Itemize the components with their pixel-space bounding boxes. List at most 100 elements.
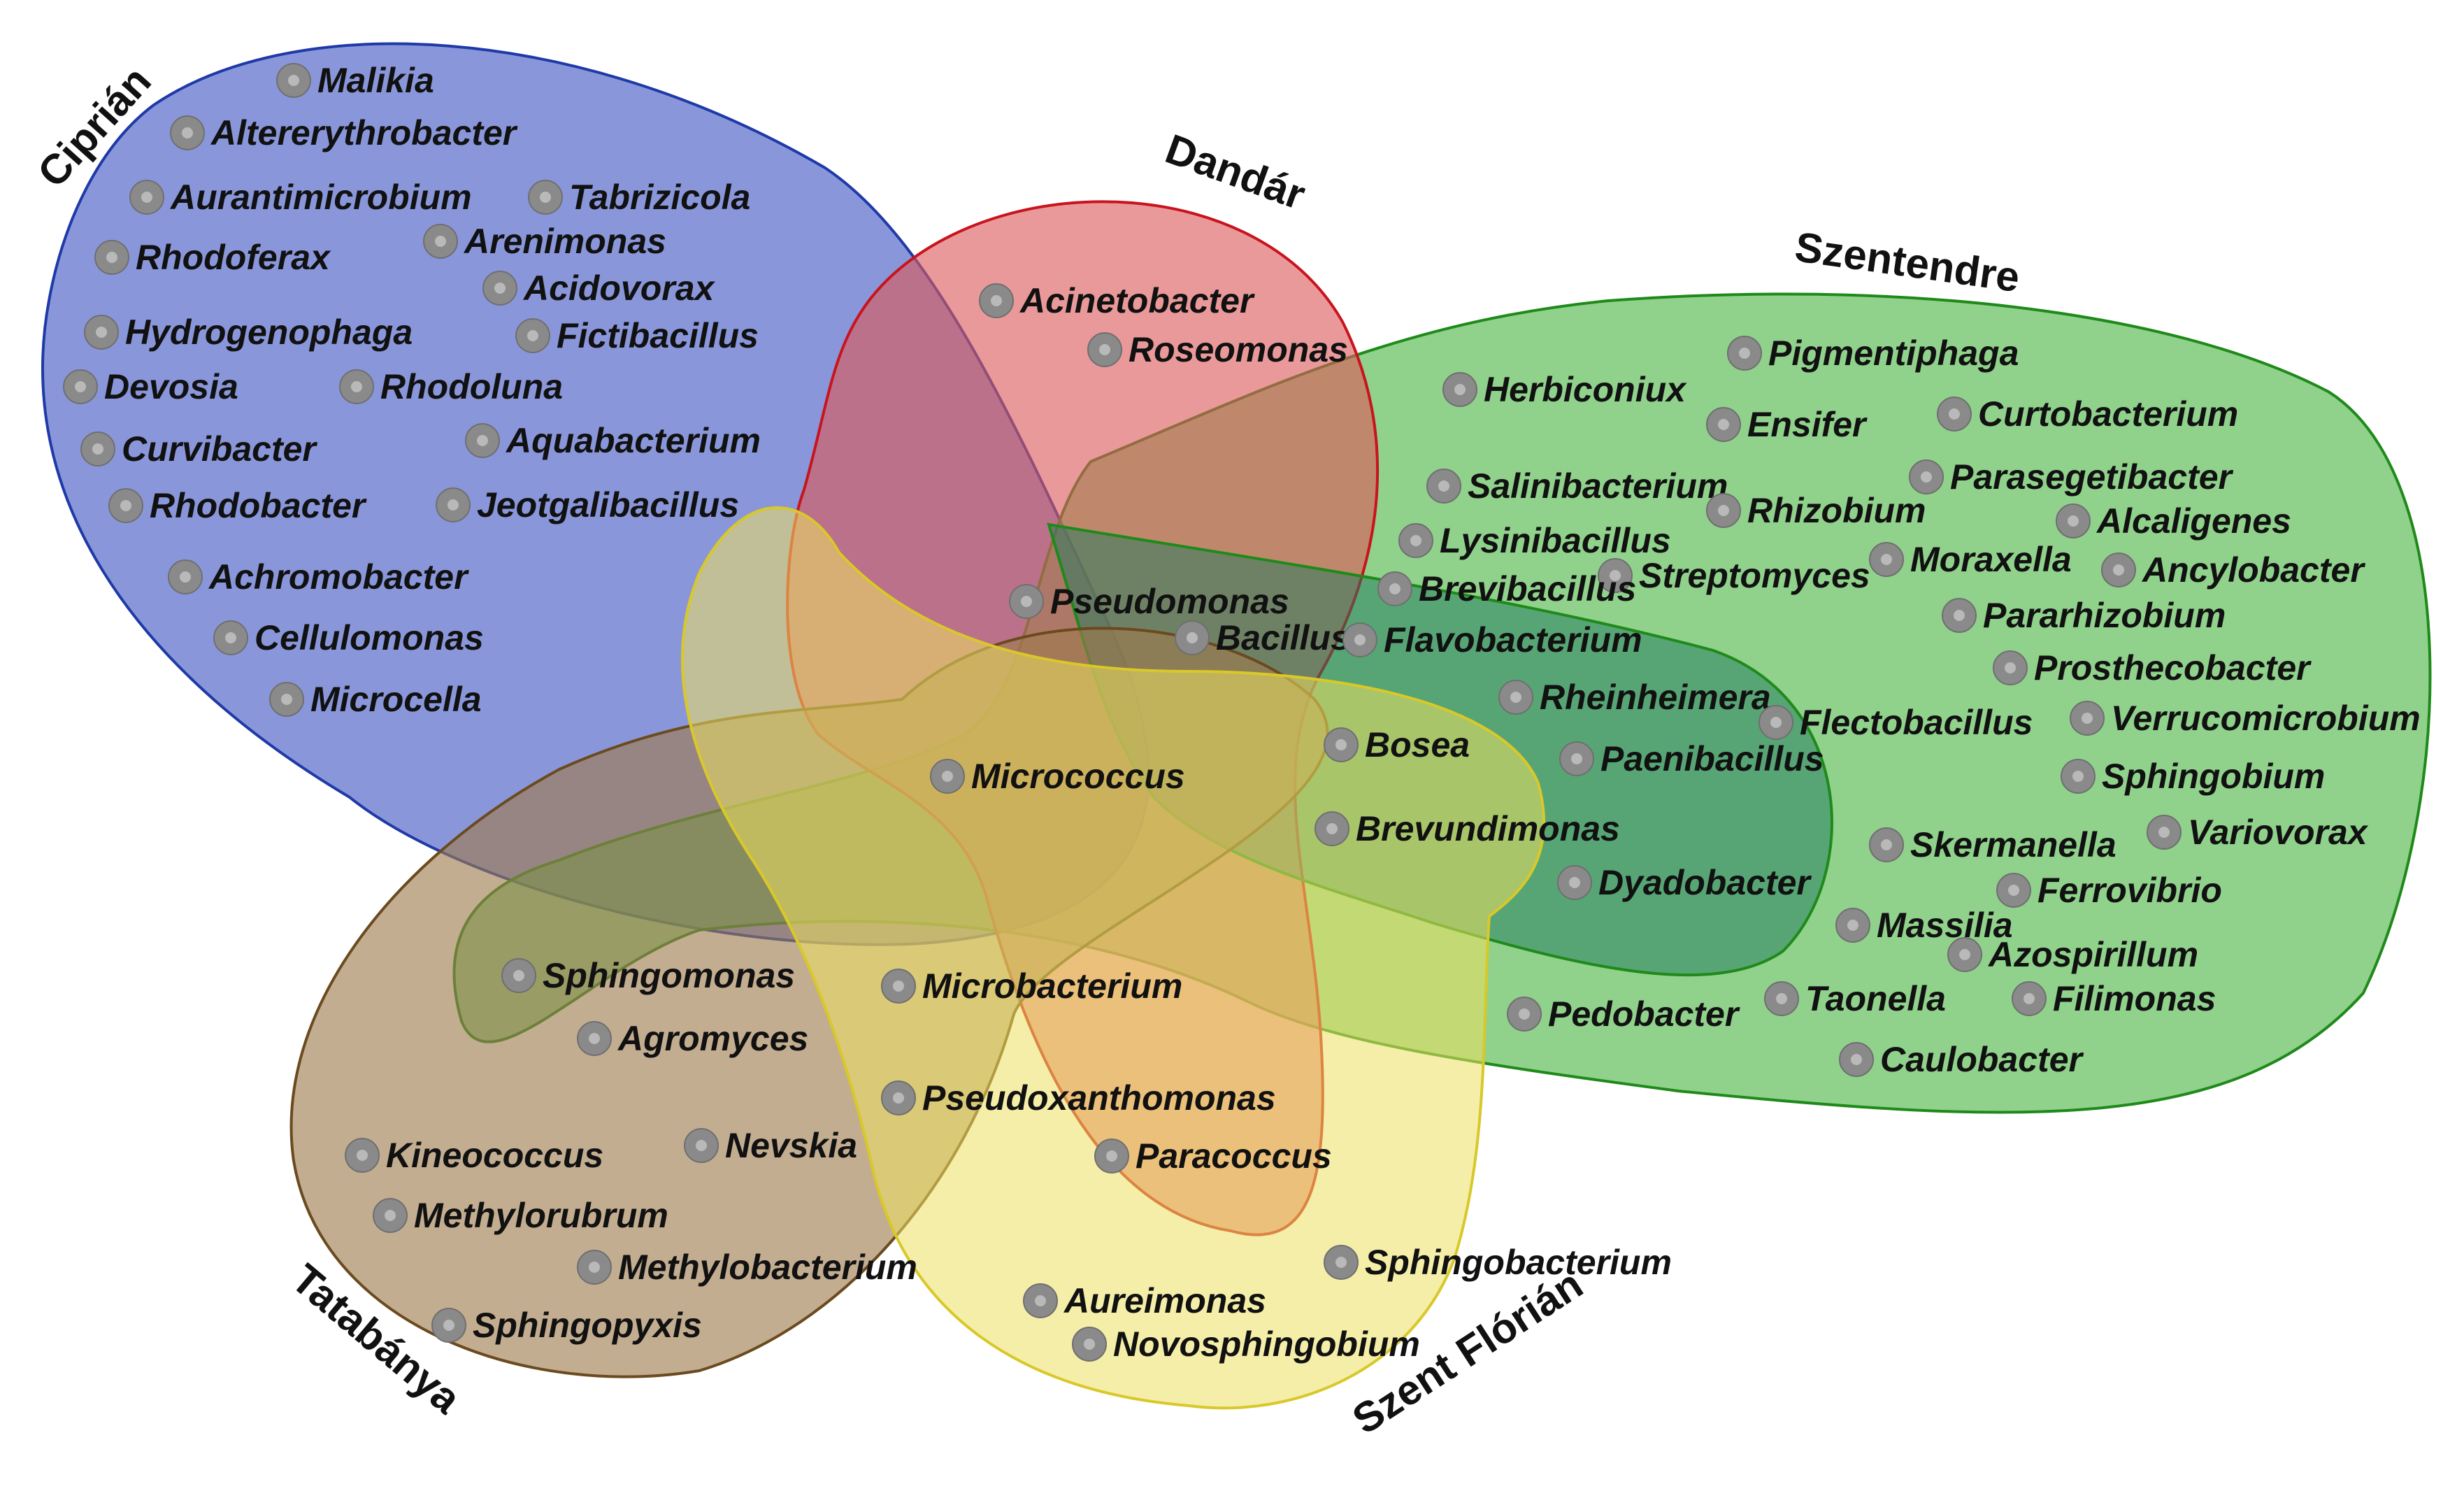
genus-label-kineococcus: Kineococcus: [386, 1136, 603, 1175]
genus-marker-center-bacillus: [1187, 632, 1198, 643]
genus-labels: MalikiaAltererythrobacterAurantimicrobiu…: [63, 61, 2421, 1364]
genus-kineococcus: Kineococcus: [345, 1136, 603, 1175]
genus-marker-center-azospirillum: [1959, 949, 1970, 960]
genus-aquabacterium: Aquabacterium: [465, 421, 761, 460]
genus-label-arenimonas: Arenimonas: [463, 222, 666, 261]
genus-ferrovibrio: Ferrovibrio: [1996, 871, 2222, 910]
genus-flectobacillus: Flectobacillus: [1759, 703, 2033, 742]
genus-verrucomicrobium: Verrucomicrobium: [2070, 699, 2421, 738]
genus-marker-center-skermanella: [1881, 839, 1892, 850]
genus-marker-center-pararhizobium: [1954, 610, 1965, 621]
genus-label-taonella: Taonella: [1805, 979, 1946, 1018]
genus-label-azospirillum: Azospirillum: [1987, 935, 2198, 974]
genus-label-pseudoxanthomonas: Pseudoxanthomonas: [922, 1078, 1276, 1118]
genus-marker-center-curvibacter: [92, 443, 103, 455]
genus-marker-center-arenimonas: [435, 236, 446, 247]
genus-label-variovorax: Variovorax: [2188, 813, 2369, 852]
genus-fictibacillus: Fictibacillus: [515, 316, 759, 355]
genus-label-paenibacillus: Paenibacillus: [1600, 739, 1824, 778]
genus-caulobacter: Caulobacter: [1839, 1040, 2084, 1079]
genus-marker-center-acidovorax: [494, 283, 506, 294]
genus-marker-center-microbacterium: [893, 980, 904, 992]
genus-rhodoferax: Rhodoferax: [94, 238, 331, 277]
genus-marker-center-agromyces: [589, 1033, 600, 1044]
genus-marker-center-achromobacter: [180, 571, 191, 583]
genus-marker-center-pseudoxanthomonas: [893, 1092, 904, 1104]
genus-label-sphingobacterium: Sphingobacterium: [1365, 1243, 1672, 1282]
genus-pigmentiphaga: Pigmentiphaga: [1727, 334, 2019, 373]
genus-ancylobacter: Ancylobacter: [2101, 550, 2365, 590]
genus-marker-center-novosphingobium: [1084, 1339, 1095, 1350]
genus-micrococcus: Micrococcus: [930, 757, 1185, 796]
genus-marker-center-tabrizicola: [540, 192, 551, 203]
genus-marker-center-dyadobacter: [1569, 877, 1580, 888]
genus-label-caulobacter: Caulobacter: [1880, 1040, 2084, 1079]
genus-label-micrococcus: Micrococcus: [971, 757, 1185, 796]
genus-label-rhizobium: Rhizobium: [1747, 491, 1926, 530]
genus-brevibacillus: Brevibacillus: [1377, 569, 1636, 608]
genus-marker-center-pedobacter: [1519, 1008, 1530, 1020]
genus-label-novosphingobium: Novosphingobium: [1113, 1325, 1420, 1364]
genus-marker-center-acinetobacter: [991, 295, 1002, 306]
genus-marker-center-altererythrobacter: [182, 127, 193, 138]
genus-label-pedobacter: Pedobacter: [1548, 994, 1740, 1034]
genus-label-flavobacterium: Flavobacterium: [1384, 620, 1642, 659]
genus-marker-center-micrococcus: [942, 771, 953, 782]
genus-label-verrucomicrobium: Verrucomicrobium: [2111, 699, 2421, 738]
genus-skermanella: Skermanella: [1869, 825, 2116, 864]
genus-marker-center-bosea: [1335, 739, 1347, 750]
genus-label-parasegetibacter: Parasegetibacter: [1950, 457, 2234, 497]
genus-marker-center-salinibacterium: [1438, 480, 1449, 492]
genus-methylobacterium: Methylobacterium: [577, 1248, 917, 1287]
genus-marker-center-variovorax: [2158, 827, 2170, 838]
genus-brevundimonas: Brevundimonas: [1315, 809, 1620, 848]
genus-marker-center-herbiconiux: [1454, 384, 1466, 395]
genus-cellulomonas: Cellulomonas: [213, 618, 484, 657]
genus-label-rhodoferax: Rhodoferax: [136, 238, 331, 277]
genus-label-flectobacillus: Flectobacillus: [1800, 703, 2033, 742]
genus-rhodobacter: Rhodobacter: [108, 486, 367, 525]
genus-marker-center-lysinibacillus: [1410, 535, 1421, 546]
genus-marker-center-rhizobium: [1718, 505, 1729, 516]
genus-hydrogenophaga: Hydrogenophaga: [84, 313, 413, 352]
genus-marker-center-alcaligenes: [2068, 515, 2079, 527]
genus-marker-center-parasegetibacter: [1921, 471, 1932, 483]
genus-marker-center-roseomonas: [1099, 344, 1110, 355]
genus-marker-center-streptomyces: [1610, 570, 1621, 581]
genus-streptomyces: Streptomyces: [1598, 556, 1870, 595]
genus-marker-center-sphingobacterium: [1335, 1257, 1347, 1268]
genus-marker-center-microcella: [281, 694, 292, 705]
genus-label-acidovorax: Acidovorax: [522, 269, 716, 308]
genus-marker-center-moraxella: [1881, 554, 1892, 565]
genus-marker-center-cellulomonas: [225, 632, 236, 643]
genus-marker-center-prosthecobacter: [2005, 662, 2016, 673]
genus-agromyces: Agromyces: [577, 1019, 808, 1058]
genus-acidovorax: Acidovorax: [482, 269, 716, 308]
genus-label-sphingobium: Sphingobium: [2102, 757, 2325, 796]
genus-marker-center-brevundimonas: [1326, 823, 1338, 834]
genus-label-sphingopyxis: Sphingopyxis: [473, 1306, 702, 1345]
genus-salinibacterium: Salinibacterium: [1426, 466, 1728, 506]
genus-label-sphingomonas: Sphingomonas: [543, 956, 795, 995]
genus-paracoccus: Paracoccus: [1094, 1136, 1332, 1176]
genus-aurantimicrobium: Aurantimicrobium: [129, 178, 472, 217]
genus-prosthecobacter: Prosthecobacter: [1993, 648, 2312, 687]
genus-sphingopyxis: Sphingopyxis: [431, 1306, 702, 1345]
genus-label-massilia: Massilia: [1877, 906, 2013, 945]
genus-marker-center-rhodoluna: [351, 381, 362, 392]
genus-label-lysinibacillus: Lysinibacillus: [1440, 521, 1671, 560]
genus-sphingobium: Sphingobium: [2061, 757, 2325, 796]
genus-marker-center-aureimonas: [1035, 1295, 1046, 1306]
genus-rhizobium: Rhizobium: [1706, 491, 1926, 530]
genus-marker-center-rhodobacter: [120, 500, 131, 511]
genus-taonella: Taonella: [1764, 979, 1946, 1018]
genus-marker-center-aurantimicrobium: [141, 192, 152, 203]
genus-sphingomonas: Sphingomonas: [501, 956, 795, 995]
genus-curtobacterium: Curtobacterium: [1937, 394, 2238, 434]
genus-label-skermanella: Skermanella: [1910, 825, 2116, 864]
genus-marker-center-hydrogenophaga: [96, 327, 107, 338]
genus-marker-center-paenibacillus: [1571, 753, 1582, 764]
genus-label-herbiconiux: Herbiconiux: [1484, 370, 1687, 409]
genus-novosphingobium: Novosphingobium: [1072, 1325, 1420, 1364]
genus-microcella: Microcella: [269, 680, 482, 719]
